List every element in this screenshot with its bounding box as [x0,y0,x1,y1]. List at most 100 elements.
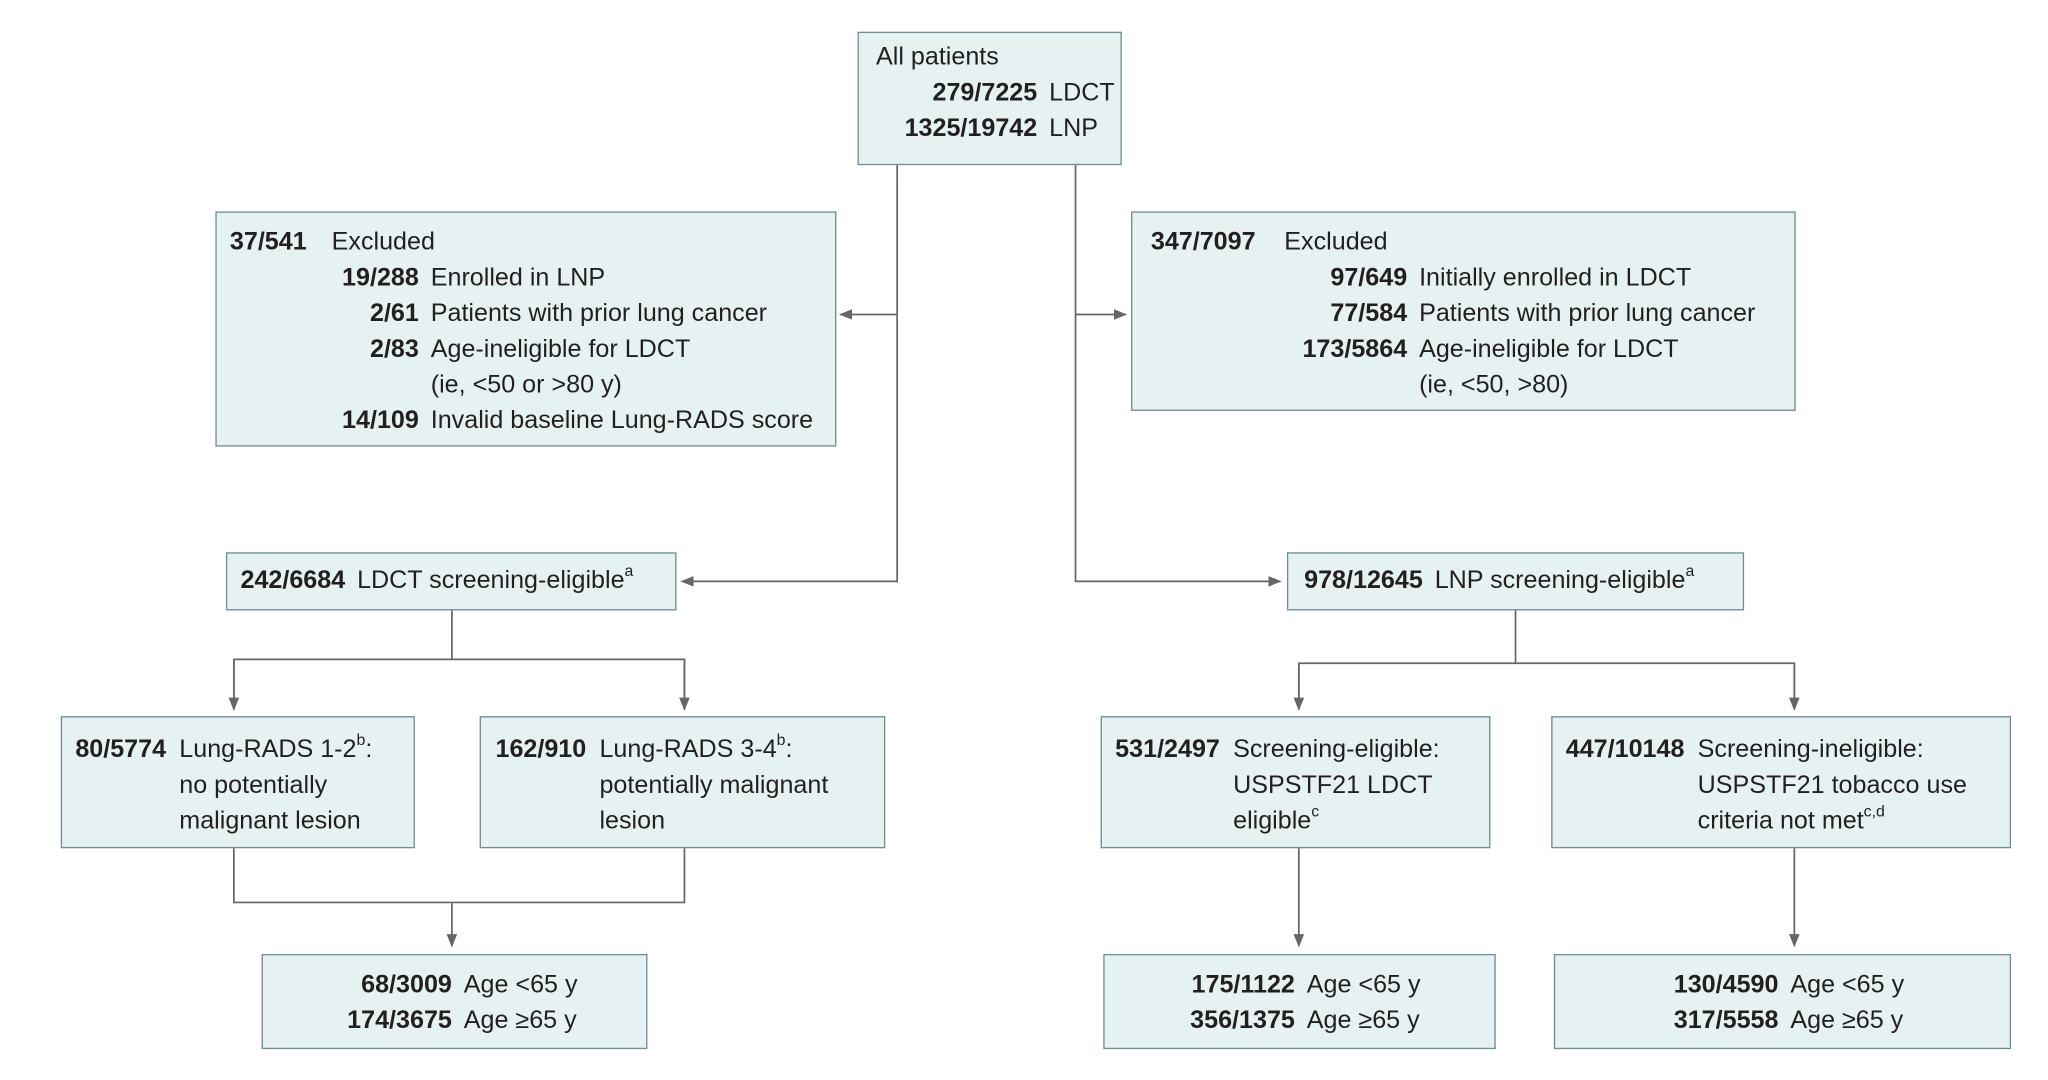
label-line3: lesion [599,807,666,836]
count: 97/649 [1330,264,1408,293]
connector-to-ldct-eligible [680,163,899,587]
lung-rads-1-2-box: 80/5774 Lung-RADS 1-2b: no potentially m… [60,716,415,849]
count: 162/910 [495,735,587,764]
footnote-marker: c [1311,801,1320,821]
footnote-marker: a [624,561,634,580]
label: Lung-RADS 3-4b: potentially malignant le… [586,732,828,839]
label: Age ≥65 y [1306,1006,1420,1035]
label: Patients with prior lung cancer [1419,299,1756,328]
count: 68/3009 [361,971,452,999]
label: Initially enrolled in LDCT [1419,264,1692,293]
uspstf-ineligible-box: 447/10148 Screening-ineligible: USPSTF21… [1551,716,2012,849]
label-text: LNP screening-eligible [1434,566,1686,595]
label-colon: : [785,735,793,764]
all-patients-title: All patients [876,43,999,72]
label: Age <65 y [463,971,578,999]
count: 19/288 [342,264,419,293]
count: 531/2497 [1115,735,1220,764]
lnp-eligible-age-box: 175/1122 Age <65 y 356/1375 Age ≥65 y [1103,953,1496,1050]
label-colon: : [365,735,373,764]
age-row: 68/3009 Age <65 y [276,967,633,1003]
count: 447/10148 [1565,735,1685,764]
excluded-head-row: 347/7097 Excluded [1151,225,1781,261]
label-line2: potentially malignant [599,771,829,800]
label: Age ≥65 y [1790,1006,1904,1035]
connector-to-lnp-eligible [1074,163,1282,587]
count: 80/5774 [75,735,167,764]
excluded-row: 173/5864 Age-ineligible for LDCT (ie, <5… [1151,332,1781,403]
label: Age <65 y [1306,971,1421,999]
label: Age-ineligible for LDCT (ie, <50, >80) [1407,332,1679,403]
label-line3: eligible [1233,807,1312,836]
age-row: 317/5558 Age ≥65 y [1568,1003,1996,1039]
label-line1: Lung-RADS 1-2 [179,735,357,764]
connector-ldct-split [233,609,686,710]
excluded-row: 77/584 Patients with prior lung cancer [1151,296,1781,332]
label: Age <65 y [1790,971,1905,999]
excluded-row: 2/83 Age-ineligible for LDCT (ie, <50 or… [230,332,822,403]
excluded-row: 14/109 Invalid baseline Lung-RADS score [230,403,822,439]
label: Invalid baseline Lung-RADS score [430,406,814,435]
all-patients-ldct-row: 279/7225 LDCT [876,75,1115,111]
ldct-excluded-box: 37/541 Excluded 19/288 Enrolled in LNP 2… [215,211,837,447]
excluded-head-row: 37/541 Excluded [230,225,822,261]
eligible-row: 978/12645 LNP screening-eligiblea [1304,561,1729,599]
age-row: 175/1122 Age <65 y [1118,967,1481,1003]
count: 77/584 [1330,299,1408,328]
count: 174/3675 [347,1006,452,1035]
lung-rads-3-4-box: 162/910 Lung-RADS 3-4b: potentially mali… [479,716,886,849]
count: 978/12645 [1304,566,1423,595]
count: 173/5864 [1302,335,1408,364]
excluded-row: 2/61 Patients with prior lung cancer [230,296,822,332]
footnote-marker: b [776,730,786,749]
label-line2: (ie, <50 or >80 y) [430,371,622,400]
label: Age-ineligible for LDCT (ie, <50 or >80 … [419,332,691,403]
count: 2/83 [369,335,419,364]
label-line2: no potentially [179,771,328,800]
connector-lnp-split [1297,609,1796,710]
label-line1: Lung-RADS 3-4 [599,735,777,764]
count: 130/4590 [1673,971,1779,999]
count: 279/7225 [932,79,1038,108]
count: 317/5558 [1673,1006,1779,1035]
all-patients-box: All patients 279/7225 LDCT 1325/19742 LN… [857,31,1122,166]
label-line2: USPSTF21 tobacco use [1697,771,1967,800]
uspstf-eligible-box: 531/2497 Screening-eligible: USPSTF21 LD… [1100,716,1491,849]
lnp-ineligible-age-box: 130/4590 Age <65 y 317/5558 Age ≥65 y [1553,953,2012,1050]
age-row: 174/3675 Age ≥65 y [276,1003,633,1039]
label-line1: Age-ineligible for LDCT [1419,335,1679,364]
label: LNP screening-eligiblea [1423,561,1695,599]
label: Lung-RADS 1-2b: no potentially malignant… [166,732,372,839]
ldct-age-box: 68/3009 Age <65 y 174/3675 Age ≥65 y [261,953,648,1050]
age-row: 130/4590 Age <65 y [1568,967,1996,1003]
label-line1: Age-ineligible for LDCT [430,335,691,364]
label: LDCT [1049,79,1115,108]
label: Screening-ineligible: USPSTF21 tobacco u… [1684,732,1967,839]
count: 242/6684 [240,566,346,595]
label: Age ≥65 y [463,1006,577,1035]
label: LDCT screening-eligiblea [345,561,634,599]
footnote-marker: b [356,730,366,749]
label: Screening-eligible: USPSTF21 LDCT eligib… [1220,732,1440,839]
label-line3: criteria not met [1697,807,1864,836]
connector-ldct-merge [233,846,686,946]
label: Patients with prior lung cancer [430,299,768,328]
age-row: 356/1375 Age ≥65 y [1118,1003,1481,1039]
all-patients-lnp-row: 1325/19742 LNP [876,111,1105,147]
label: Excluded [1284,228,1388,257]
excluded-row: 19/288 Enrolled in LNP [230,260,822,296]
ldct-eligible-box: 242/6684 LDCT screening-eligiblea [225,552,677,611]
footnote-marker: c,d [1863,801,1885,821]
label-line1: Screening-eligible: [1233,735,1440,764]
footnote-marker: a [1685,561,1695,580]
eligible-row: 242/6684 LDCT screening-eligiblea [240,561,661,599]
count: 1325/19742 [904,114,1038,143]
count: 347/7097 [1150,228,1256,257]
lnp-excluded-box: 347/7097 Excluded 97/649 Initially enrol… [1131,211,1796,411]
count: 37/541 [229,228,307,257]
label: Excluded [331,228,435,257]
lnp-eligible-box: 978/12645 LNP screening-eligiblea [1286,552,1745,611]
count: 2/61 [369,299,419,328]
